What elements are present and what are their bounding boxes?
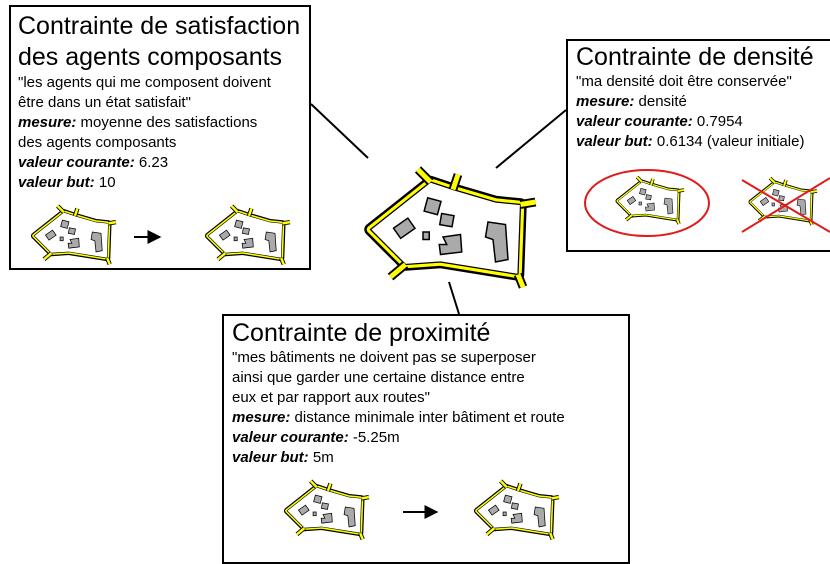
densite-valid-circle bbox=[584, 169, 710, 237]
densite-constraint-box: Contrainte de densité "ma densité doit ê… bbox=[566, 39, 830, 252]
courante-label: valeur courante: bbox=[576, 113, 693, 130]
but-value: 10 bbox=[98, 174, 116, 191]
satisfaction-block-before bbox=[34, 206, 116, 264]
courante-label: valeur courante: bbox=[18, 154, 135, 171]
connector-proximite bbox=[448, 281, 460, 315]
satisfaction-mesure: mesure: moyenne des satisfactions bbox=[18, 113, 309, 133]
satisfaction-courante: valeur courante: 6.23 bbox=[18, 153, 309, 173]
densite-invalid-cross bbox=[741, 177, 830, 233]
but-label: valeur but: bbox=[18, 174, 95, 191]
densite-title: Contrainte de densité bbox=[576, 43, 814, 71]
satisfaction-quote-line2: être dans un état satisfait" bbox=[18, 94, 191, 111]
satisfaction-title-line1: Contrainte de satisfaction bbox=[18, 12, 301, 40]
mesure-label: mesure: bbox=[18, 114, 77, 131]
but-value: 0.6134 (valeur initiale) bbox=[656, 133, 805, 150]
proximite-courante: valeur courante: -5.25m bbox=[232, 428, 628, 448]
proximite-but: valeur but: 5m bbox=[232, 448, 628, 468]
proximite-quote-line1: "mes bâtiments ne doivent pas se superpo… bbox=[232, 349, 536, 366]
proximite-block-before bbox=[287, 481, 369, 539]
proximite-quote-line3: eux et par rapport aux routes" bbox=[232, 389, 430, 406]
but-value: 5m bbox=[312, 449, 334, 466]
densite-block-valid bbox=[618, 177, 684, 224]
mesure-value: moyenne des satisfactions bbox=[80, 114, 258, 131]
courante-value: 6.23 bbox=[138, 154, 169, 171]
courante-value: -5.25m bbox=[352, 429, 400, 446]
courante-value: 0.7954 bbox=[696, 113, 743, 130]
densite-quote: "ma densité doit être conservée" bbox=[576, 73, 792, 90]
mesure-value: densité bbox=[638, 93, 687, 110]
satisfaction-constraint-box: Contrainte de satisfaction des agents co… bbox=[9, 5, 311, 270]
satisfaction-block-after bbox=[208, 206, 290, 264]
illustrations bbox=[0, 169, 830, 549]
diagram-background bbox=[310, 103, 567, 315]
satisfaction-but: valeur but: 10 bbox=[18, 173, 309, 193]
courante-label: valeur courante: bbox=[232, 429, 349, 446]
connector-densite bbox=[495, 109, 567, 169]
densite-courante: valeur courante: 0.7954 bbox=[576, 112, 830, 132]
but-label: valeur but: bbox=[576, 133, 653, 150]
proximite-mesure: mesure: distance minimale inter bâtiment… bbox=[232, 408, 628, 428]
proximite-block-after bbox=[477, 481, 559, 539]
densite-but: valeur but: 0.6134 (valeur initiale) bbox=[576, 132, 830, 152]
but-label: valeur but: bbox=[232, 449, 309, 466]
densite-mesure: mesure: densité bbox=[576, 92, 830, 112]
satisfaction-mesure-line2: des agents composants bbox=[18, 134, 177, 151]
mesure-label: mesure: bbox=[232, 409, 291, 426]
satisfaction-title-line2: des agents composants bbox=[18, 43, 283, 71]
satisfaction-quote-line1: "les agents qui me composent doivent bbox=[18, 74, 271, 91]
mesure-value: distance minimale inter bâtiment et rout… bbox=[294, 409, 565, 426]
proximite-quote-line2: ainsi que garder une certaine distance e… bbox=[232, 369, 525, 386]
connector-satisfaction bbox=[310, 103, 369, 159]
proximite-title: Contrainte de proximité bbox=[232, 319, 491, 347]
mesure-label: mesure: bbox=[576, 93, 635, 110]
proximite-constraint-box: Contrainte de proximité "mes bâtiments n… bbox=[222, 314, 630, 564]
